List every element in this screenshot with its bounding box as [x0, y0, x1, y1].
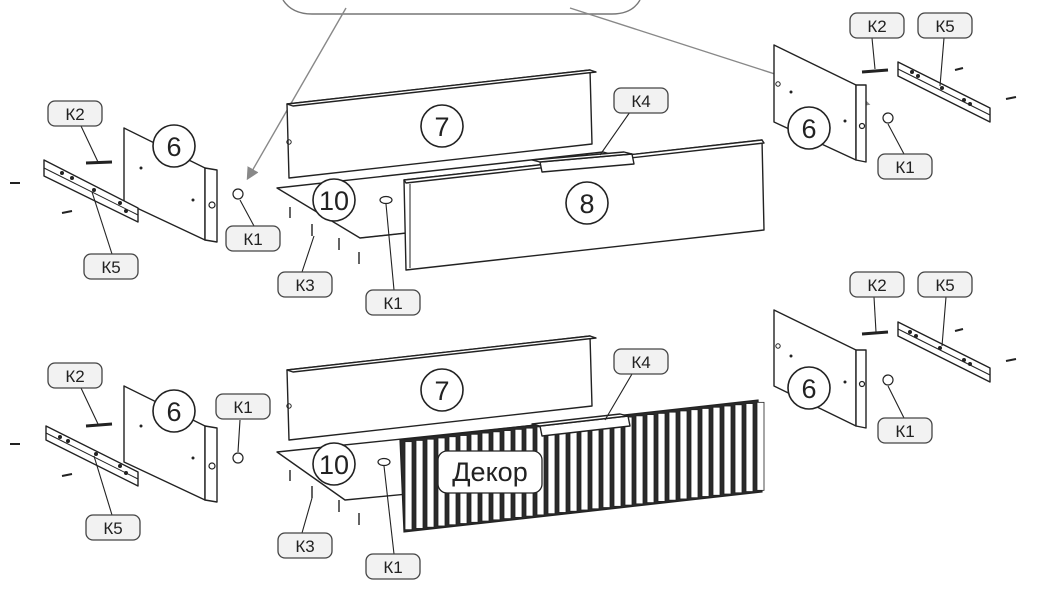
tag-k1-left-top: К1 — [225, 225, 281, 252]
decor-rib — [690, 409, 699, 499]
callout-bubble — [282, 0, 641, 15]
decor-rib — [558, 424, 567, 513]
slide-rail-left-top — [43, 159, 139, 223]
decor-rib — [668, 411, 677, 501]
handle-top — [531, 151, 635, 173]
svg-text:10: 10 — [319, 186, 349, 216]
tag-k5-left-top: К5 — [83, 253, 139, 280]
decor-rib — [756, 401, 765, 491]
decor-rib — [646, 414, 655, 504]
tag-k1-right-bottom: К1 — [877, 417, 933, 444]
part-number-6-left-bottom: 6 — [152, 389, 196, 433]
side-panel-right-bottom — [773, 309, 867, 429]
part-number-6-right-top: 6 — [787, 106, 831, 150]
svg-text:6: 6 — [801, 114, 816, 144]
svg-text:10: 10 — [319, 450, 349, 480]
svg-text:К3: К3 — [295, 537, 314, 556]
decor-rib — [701, 408, 710, 497]
decor-rib — [723, 405, 732, 495]
svg-text:К2: К2 — [65, 105, 84, 124]
decor-rib — [657, 412, 666, 502]
svg-text:К4: К4 — [631, 92, 650, 111]
svg-text:К3: К3 — [295, 276, 314, 295]
svg-text:К1: К1 — [243, 230, 262, 249]
svg-text:6: 6 — [801, 374, 816, 404]
tag-k1-left-bottom: К1 — [215, 393, 271, 420]
decor-rib — [591, 420, 600, 510]
svg-text:К5: К5 — [935, 276, 954, 295]
tag-k1-right-top: К1 — [877, 153, 933, 180]
svg-text:7: 7 — [434, 112, 449, 142]
tag-k4-bottom: К4 — [613, 348, 669, 375]
svg-text:К4: К4 — [631, 353, 650, 372]
svg-text:7: 7 — [434, 376, 449, 406]
part-number-6-left-top: 6 — [152, 124, 196, 168]
handle-bottom — [531, 413, 631, 437]
part-number-8: 8 — [565, 181, 609, 225]
decor-rib — [580, 421, 589, 511]
slide-rail-left-bottom — [45, 425, 139, 487]
svg-text:К2: К2 — [867, 276, 886, 295]
svg-text:6: 6 — [166, 132, 181, 162]
svg-text:К5: К5 — [101, 258, 120, 277]
leader-lines — [80, 37, 947, 555]
svg-text:К2: К2 — [65, 367, 84, 386]
tag-k2-right-bottom: К2 — [849, 271, 905, 298]
part-number-10-bottom: 10 — [312, 442, 356, 486]
tag-k2-left-bottom: К2 — [47, 362, 103, 389]
decor-rib — [404, 441, 413, 531]
svg-text:8: 8 — [579, 189, 594, 219]
screw-pins-right-top — [861, 67, 1017, 124]
slide-rail-right-top — [897, 61, 991, 123]
decor-rib — [602, 419, 611, 508]
tag-k3-top: К3 — [277, 271, 333, 298]
decor-rib — [547, 425, 556, 515]
part-number-10-top: 10 — [312, 178, 356, 222]
svg-text:К2: К2 — [867, 17, 886, 36]
svg-text:К1: К1 — [383, 294, 402, 313]
svg-text:К1: К1 — [895, 158, 914, 177]
tag-k3-bottom: К3 — [277, 532, 333, 559]
decor-label: Декор — [437, 450, 543, 494]
decor-rib — [679, 410, 688, 500]
decor-rib — [613, 417, 622, 507]
svg-text:6: 6 — [166, 397, 181, 427]
tag-k1-center-top: К1 — [365, 289, 421, 316]
decor-rib — [734, 404, 743, 494]
svg-text:Декор: Декор — [452, 457, 527, 487]
decor-rib — [415, 440, 424, 529]
decor-rib — [624, 416, 633, 506]
tag-k5-right-bottom: К5 — [917, 271, 973, 298]
slide-rail-right-bottom — [897, 321, 991, 383]
part-number-7-top: 7 — [420, 104, 464, 148]
svg-text:К5: К5 — [935, 17, 954, 36]
decor-rib — [569, 422, 578, 512]
tag-k2-left-top: К2 — [47, 100, 103, 127]
tag-k2-right-top: К2 — [849, 12, 905, 39]
svg-text:К1: К1 — [383, 558, 402, 577]
tag-k1-center-bottom: К1 — [365, 553, 421, 580]
decor-rib — [426, 438, 435, 528]
svg-text:К5: К5 — [103, 519, 122, 538]
tag-k5-right-top: К5 — [917, 12, 973, 39]
screw-pins-left-top — [10, 160, 244, 214]
decor-rib — [712, 406, 721, 496]
decor-rib — [745, 403, 754, 492]
tag-k4-top: К4 — [613, 87, 669, 114]
part-number-7-bottom: 7 — [420, 368, 464, 412]
decor-rib — [635, 415, 644, 505]
svg-text:К1: К1 — [895, 422, 914, 441]
svg-text:К1: К1 — [233, 398, 252, 417]
part-number-6-right-bottom: 6 — [787, 366, 831, 410]
screw-pins-right-bottom — [861, 328, 1017, 386]
tag-k5-left-bottom: К5 — [85, 514, 141, 541]
screw-pins-left-bottom — [10, 422, 244, 477]
pointer-arrow-left — [246, 7, 347, 181]
